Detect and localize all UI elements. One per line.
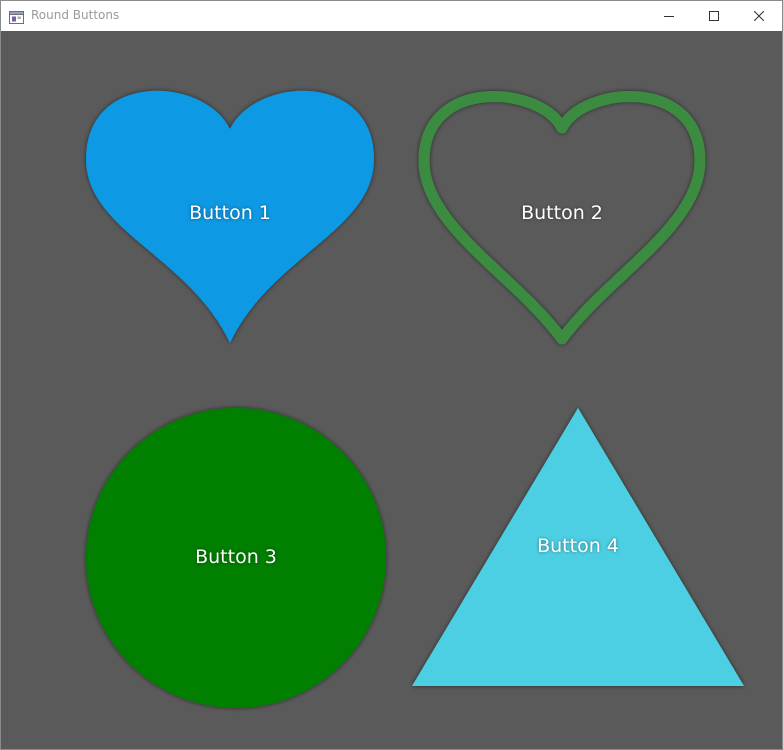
window-title: Round Buttons bbox=[31, 8, 120, 22]
close-button[interactable] bbox=[736, 1, 781, 31]
title-bar[interactable]: Round Buttons bbox=[1, 1, 782, 31]
maximize-button[interactable] bbox=[691, 1, 736, 31]
maximize-icon bbox=[708, 11, 719, 21]
circle-shape bbox=[86, 408, 386, 708]
heart-button-filled[interactable]: Button 1 bbox=[84, 81, 376, 345]
button-canvas: Button 1 Button 2 Button 3 Button 4 bbox=[1, 31, 782, 749]
triangle-button[interactable]: Button 4 bbox=[410, 406, 746, 688]
close-icon bbox=[753, 11, 764, 21]
button-2-label: Button 2 bbox=[521, 202, 603, 224]
heart-outline-shape bbox=[418, 91, 706, 345]
minimize-icon bbox=[663, 11, 674, 21]
button-4-label: Button 4 bbox=[537, 535, 619, 557]
button-1-label: Button 1 bbox=[189, 202, 271, 224]
heart-filled-shape bbox=[86, 90, 374, 343]
circle-button[interactable]: Button 3 bbox=[84, 406, 388, 710]
window-app-icon bbox=[9, 9, 24, 24]
minimize-button[interactable] bbox=[646, 1, 691, 31]
heart-button-outline[interactable]: Button 2 bbox=[416, 81, 708, 345]
button-3-label: Button 3 bbox=[195, 546, 277, 568]
triangle-shape bbox=[412, 408, 744, 686]
